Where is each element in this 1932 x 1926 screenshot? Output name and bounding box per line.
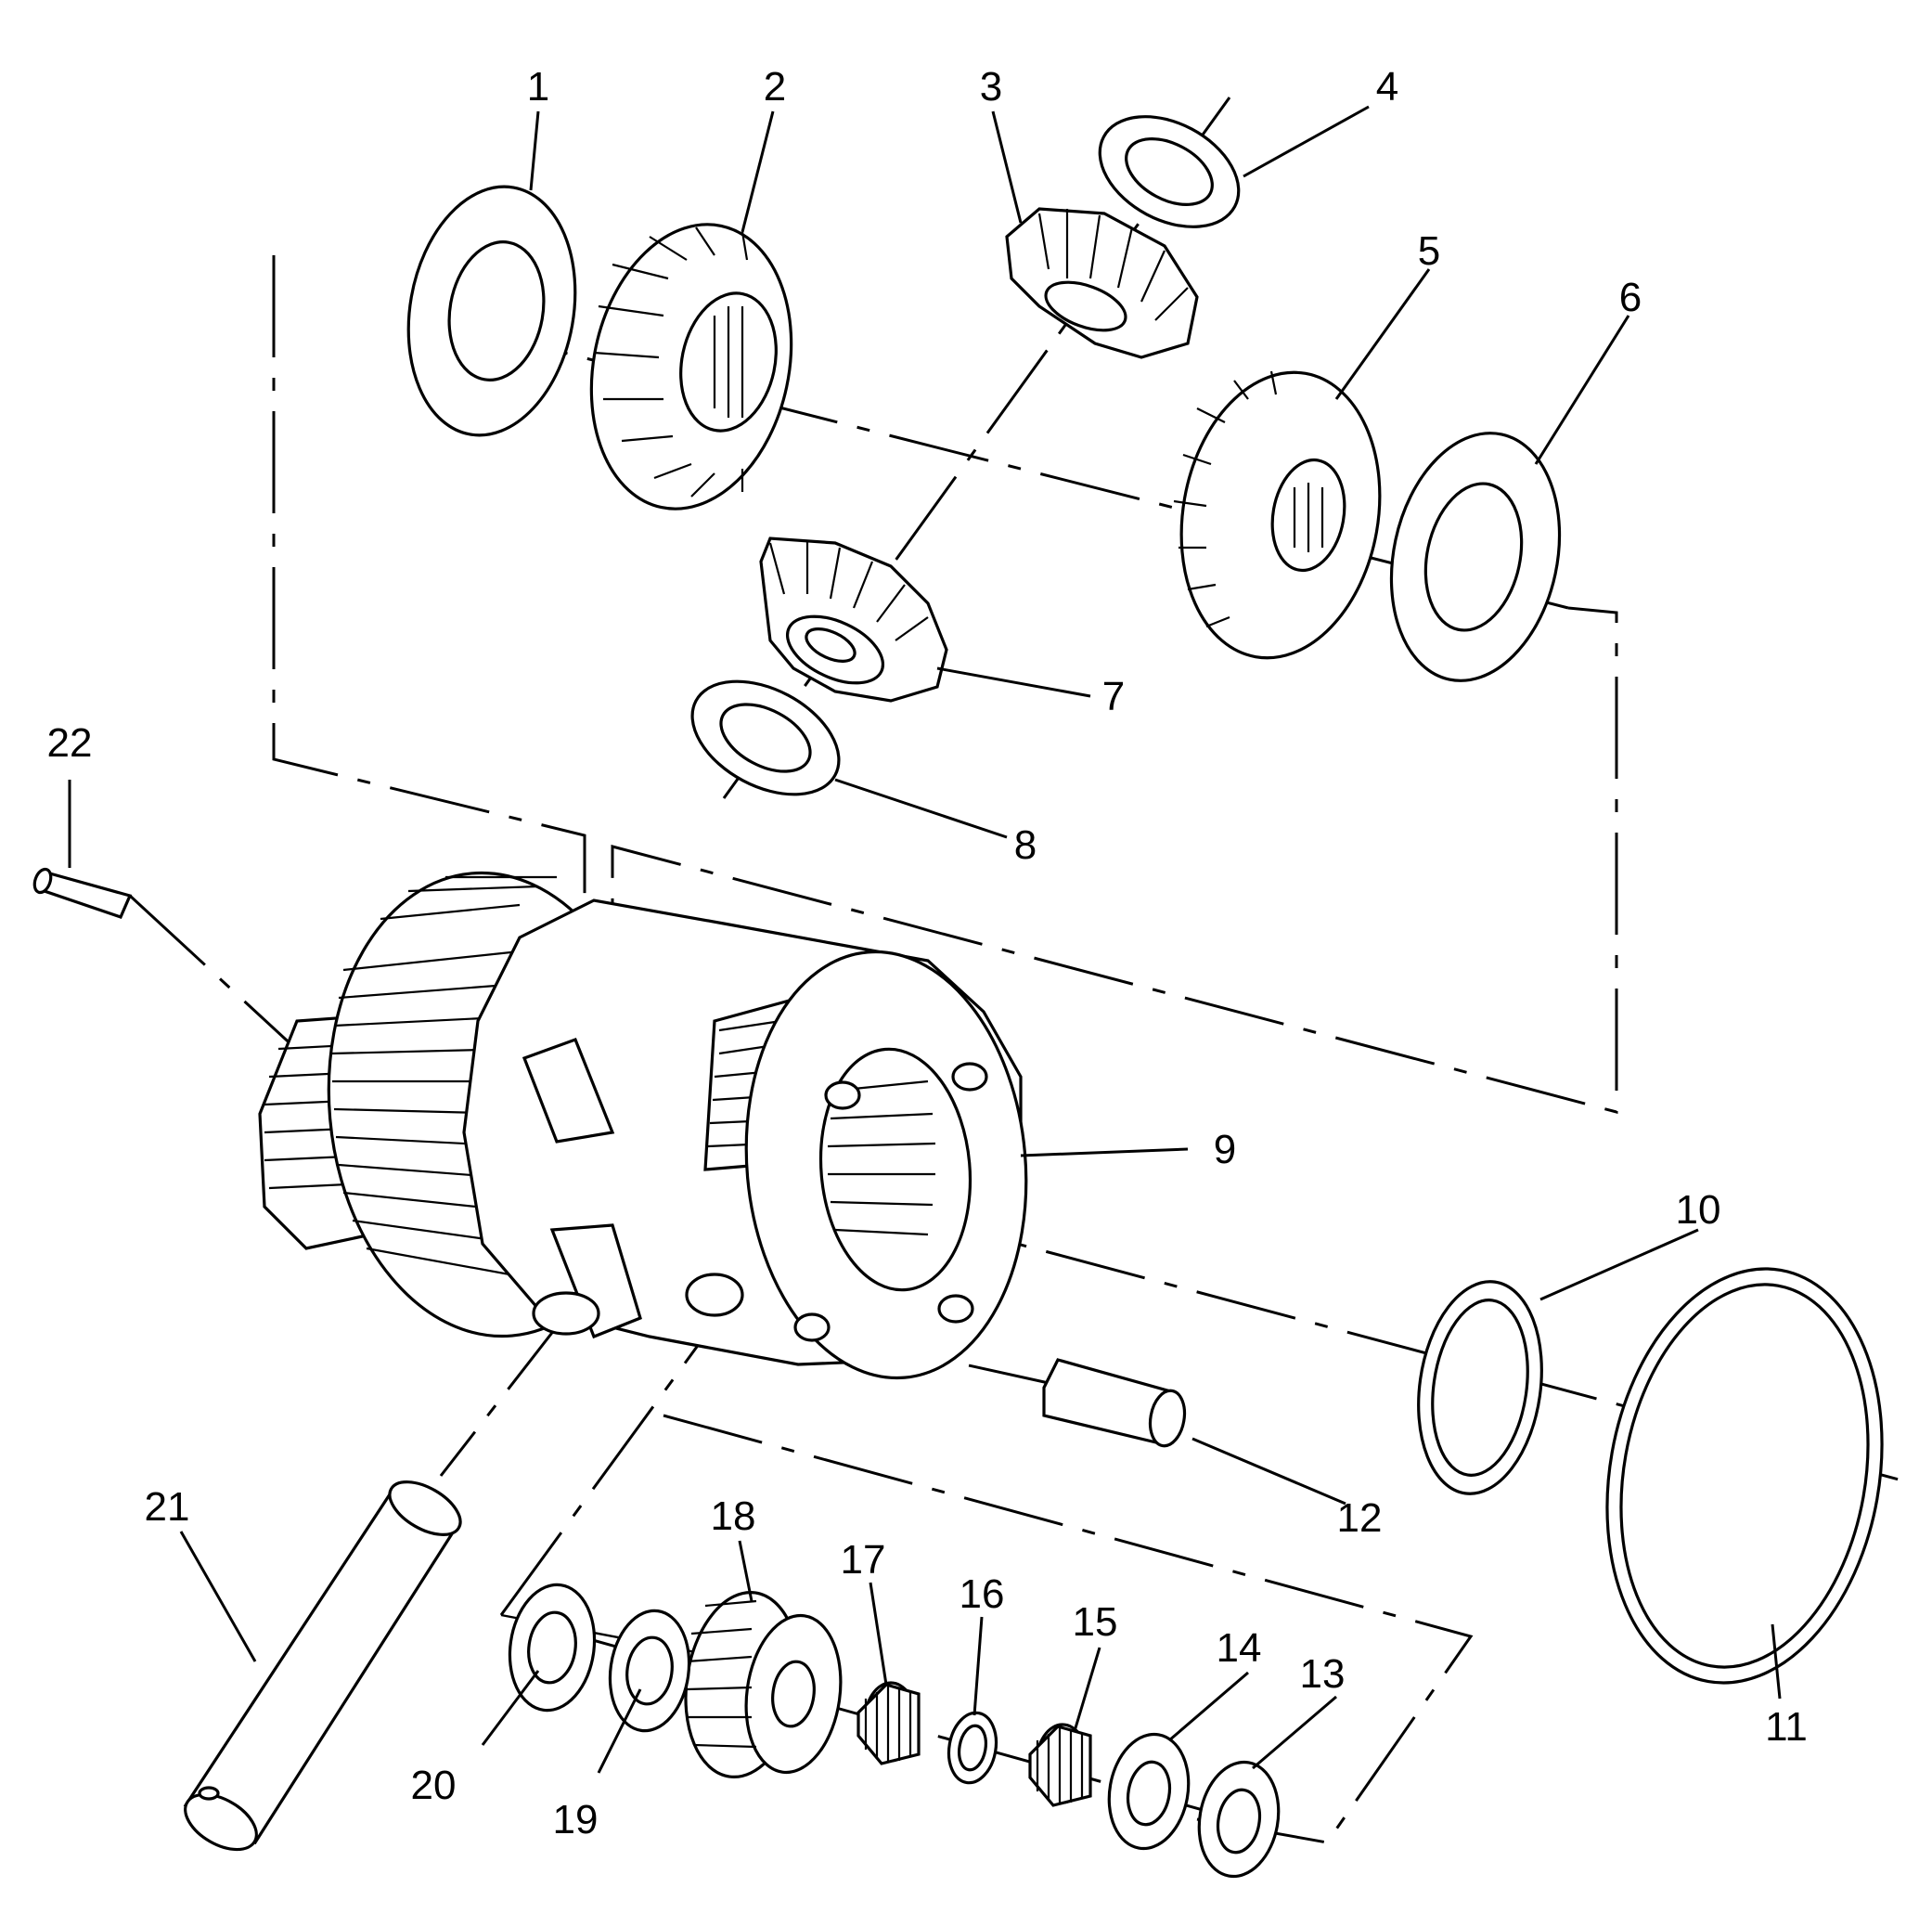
callout-12: 12 bbox=[1337, 1495, 1383, 1541]
callout-1: 1 bbox=[527, 64, 549, 110]
part-17-needle-bearing bbox=[857, 1681, 921, 1765]
callout-15: 15 bbox=[1073, 1599, 1118, 1645]
callout-20: 20 bbox=[411, 1763, 457, 1808]
part-21-pinion-shaft bbox=[183, 1480, 462, 1852]
callout-7: 7 bbox=[1102, 674, 1125, 719]
part-5-side-gear bbox=[1173, 370, 1382, 660]
callout-17: 17 bbox=[841, 1537, 886, 1583]
callout-8: 8 bbox=[1014, 822, 1037, 868]
part-15-needle-bearing bbox=[1028, 1723, 1092, 1807]
part-20-washer bbox=[508, 1583, 597, 1713]
callout-21: 21 bbox=[145, 1484, 190, 1530]
part-2-side-gear bbox=[589, 223, 793, 511]
part-10-washer bbox=[1417, 1280, 1543, 1495]
callout-6: 6 bbox=[1619, 275, 1642, 320]
part-7-pinion-gear bbox=[759, 536, 948, 703]
part-1-thrust-washer bbox=[406, 185, 577, 437]
callout-4: 4 bbox=[1376, 64, 1398, 110]
part-16-spacer bbox=[947, 1711, 998, 1785]
callout-11: 11 bbox=[1765, 1704, 1808, 1750]
callout-9: 9 bbox=[1214, 1127, 1236, 1172]
leader-lines bbox=[68, 105, 1782, 1774]
part-11-snap-ring bbox=[1605, 1267, 1884, 1685]
callout-18: 18 bbox=[711, 1493, 756, 1539]
callout-5: 5 bbox=[1418, 228, 1440, 274]
callout-3: 3 bbox=[980, 64, 1002, 110]
part-14-washer bbox=[1107, 1732, 1191, 1851]
callout-10: 10 bbox=[1676, 1187, 1721, 1233]
part-4-pinion-washer bbox=[1098, 115, 1241, 228]
part-8-pinion-washer bbox=[690, 679, 841, 796]
part-6-thrust-washer bbox=[1389, 432, 1562, 682]
part-18-pinion-gear bbox=[684, 1591, 843, 1778]
part-9-differential-case bbox=[258, 871, 1028, 1380]
part-22-pin bbox=[32, 867, 133, 919]
part-3-pinion-gear bbox=[1005, 207, 1199, 359]
callout-labels: 1 2 3 4 5 6 7 8 9 10 11 12 13 14 15 16 1… bbox=[47, 64, 1808, 1842]
callout-13: 13 bbox=[1300, 1651, 1346, 1697]
part-13-washer bbox=[1197, 1760, 1281, 1879]
part-19-washer bbox=[608, 1609, 691, 1733]
callout-19: 19 bbox=[553, 1797, 599, 1842]
callout-14: 14 bbox=[1217, 1625, 1262, 1671]
callout-22: 22 bbox=[47, 720, 93, 766]
part-12-short-pin bbox=[1042, 1358, 1187, 1448]
callout-2: 2 bbox=[764, 64, 786, 110]
callout-16: 16 bbox=[960, 1571, 1005, 1617]
